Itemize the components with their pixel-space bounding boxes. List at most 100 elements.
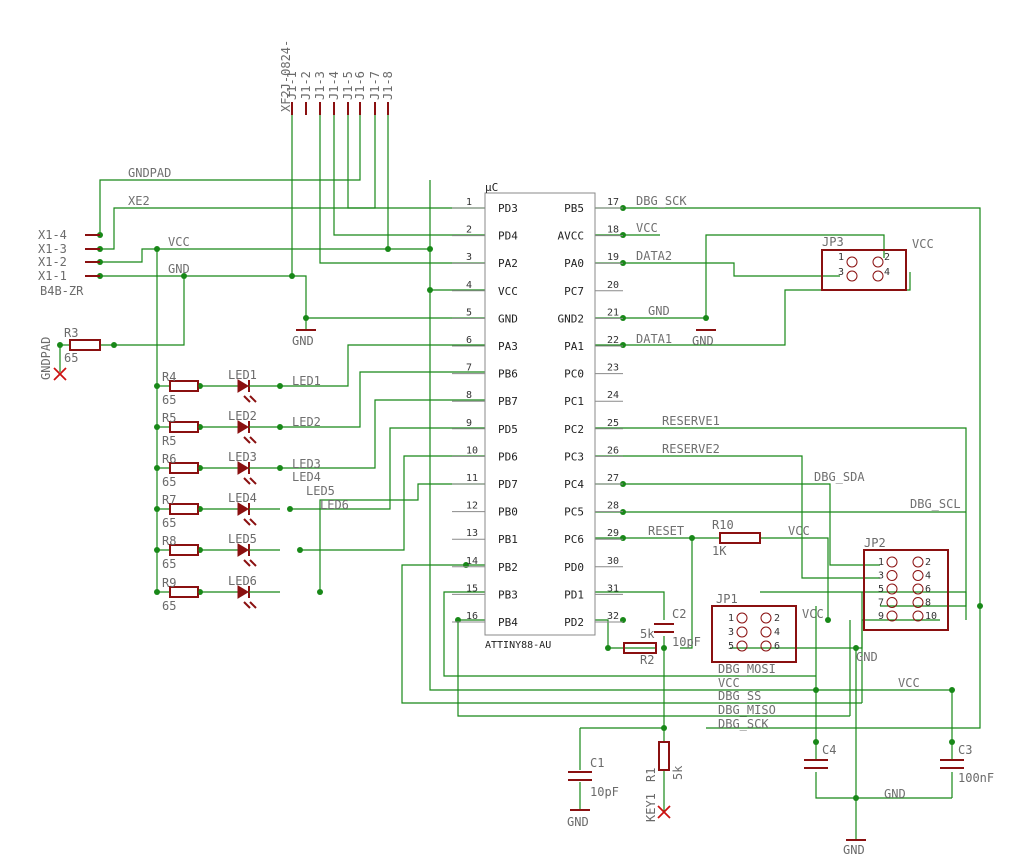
- led-ref: LED1: [228, 368, 257, 382]
- led-resistor-value: 65: [162, 557, 176, 571]
- jp2-pin-number: 1: [878, 557, 884, 568]
- r10-value: 1K: [712, 544, 727, 558]
- jp2-pin-pad: [912, 610, 924, 622]
- led-resistor-ref: R4: [162, 370, 176, 384]
- resistor-r2: 5k R2: [623, 627, 657, 667]
- x1-pin-4-label: X1-4: [38, 228, 67, 242]
- led-diode-icon: [237, 461, 249, 475]
- led-resistor-value: 65: [162, 516, 176, 530]
- j1-pin-label: J1-1: [285, 71, 299, 100]
- jp2-pin-number: 9: [878, 611, 884, 622]
- net-vcc-right: VCC: [898, 676, 920, 690]
- net-dbg-mosi: DBG_MOSI: [718, 662, 776, 676]
- mcu-pin-name: PD4: [498, 230, 518, 243]
- j1-pin-label: J1-2: [299, 71, 313, 100]
- net-gnd-jp2: GND: [856, 650, 878, 664]
- mcu-pin-number: 5: [466, 307, 472, 318]
- jp2-pin-number: 6: [925, 584, 931, 595]
- j1-pin-label: J1-6: [353, 71, 367, 100]
- mcu-pin-number: 18: [607, 225, 619, 236]
- r1-ref: R1: [644, 768, 658, 782]
- jp3-pin-4: 4: [884, 267, 890, 278]
- x1-pin-2-label: X1-2: [38, 255, 67, 269]
- mcu-pin-name: PC3: [564, 450, 584, 463]
- net-gnd-gnd2: GND: [648, 304, 670, 318]
- mcu-pin-number: 25: [607, 418, 619, 429]
- net-dbg-miso: DBG_MISO: [718, 703, 776, 717]
- jp2-pin-pad: [886, 610, 898, 622]
- mcu-pin-name: PD6: [498, 450, 518, 463]
- r1-value: 5k: [671, 765, 685, 780]
- led-resistor-value: 65: [162, 393, 176, 407]
- capacitor-c1: C1 10pF: [568, 756, 619, 799]
- jp2-pin-number: 3: [878, 571, 884, 582]
- wires: [60, 115, 981, 840]
- jp1-pin-pad: [760, 626, 772, 638]
- capacitor-c3: C3 100nF: [940, 743, 994, 785]
- mcu-pin-name: PC4: [564, 478, 584, 491]
- net-gnd-bottom: GND: [884, 787, 906, 801]
- jp1-pin-pad: [760, 612, 772, 624]
- r2-ref: R2: [640, 653, 654, 667]
- mcu-pin-name: PD3: [498, 202, 518, 215]
- led-diode-icon: [237, 379, 249, 393]
- mcu-pin-name: PC0: [564, 368, 584, 381]
- r3-ref: R3: [64, 326, 78, 340]
- mcu-pin-name: PA2: [498, 257, 518, 270]
- led-diode-icon: [237, 543, 249, 557]
- mcu-pin-name: PB2: [498, 561, 518, 574]
- gnd-label-1: GND: [292, 334, 314, 348]
- mcu-pin-name: PD0: [564, 561, 584, 574]
- mcu-pin-name: PD5: [498, 423, 518, 436]
- net-reserve1: RESERVE1: [662, 414, 720, 428]
- led-resistor-ref: R5: [162, 411, 176, 425]
- mcu-pin-number: 28: [607, 501, 619, 512]
- jp3-pin-3: 3: [838, 267, 844, 278]
- jp1-pin-number: 1: [728, 613, 734, 624]
- mcu-pin-number: 6: [466, 335, 472, 346]
- jp2-ref: JP2: [864, 536, 886, 550]
- mcu-pin-number: 27: [607, 473, 619, 484]
- mcu-pin-name: PB4: [498, 616, 518, 629]
- net-data2: DATA2: [636, 249, 672, 263]
- net-data1: DATA1: [636, 332, 672, 346]
- mcu-pin-name: PA3: [498, 340, 518, 353]
- gnd-label-2: GND: [692, 334, 714, 348]
- mcu-pin-number: 30: [607, 556, 619, 567]
- x1-pin-1-label: X1-1: [38, 269, 67, 283]
- jp2-pin-number: 8: [925, 598, 931, 609]
- net-dbg-sda: DBG_SDA: [814, 470, 865, 484]
- jp2-pin-number: 2: [925, 557, 931, 568]
- mcu-pin-name: AVCC: [558, 230, 585, 243]
- r10-ref: R10: [712, 518, 734, 532]
- led-diode-icon: [237, 420, 249, 434]
- net-vcc-jp3: VCC: [912, 237, 934, 251]
- j1-pin-label: J1-5: [341, 71, 355, 100]
- mcu-pin-name: PD2: [564, 616, 584, 629]
- mcu-pin-number: 21: [607, 307, 619, 318]
- mcu-pin-number: 20: [607, 280, 619, 291]
- jp2-pin-number: 7: [878, 598, 884, 609]
- c1-ref: C1: [590, 756, 604, 770]
- mcu-pin-number: 2: [466, 225, 472, 236]
- jp3-pin-2: 2: [884, 252, 890, 263]
- net-led6: LED6: [320, 498, 349, 512]
- r2-value: 5k: [640, 627, 655, 641]
- resistor-r10: R10 1K: [712, 518, 761, 558]
- mcu-pin-number: 13: [466, 528, 478, 539]
- jp1-pin-number: 4: [774, 627, 780, 638]
- jp1-pin-number: 2: [774, 613, 780, 624]
- jp1-ref: JP1: [716, 592, 738, 606]
- gnd-symbols: GND GND GND GND: [292, 329, 866, 857]
- mcu-pin-number: 1: [466, 197, 472, 208]
- net-led4: LED4: [292, 470, 321, 484]
- c3-ref: C3: [958, 743, 972, 757]
- mcu-pin-number: 16: [466, 611, 478, 622]
- net-gndpad: GNDPAD: [128, 166, 171, 180]
